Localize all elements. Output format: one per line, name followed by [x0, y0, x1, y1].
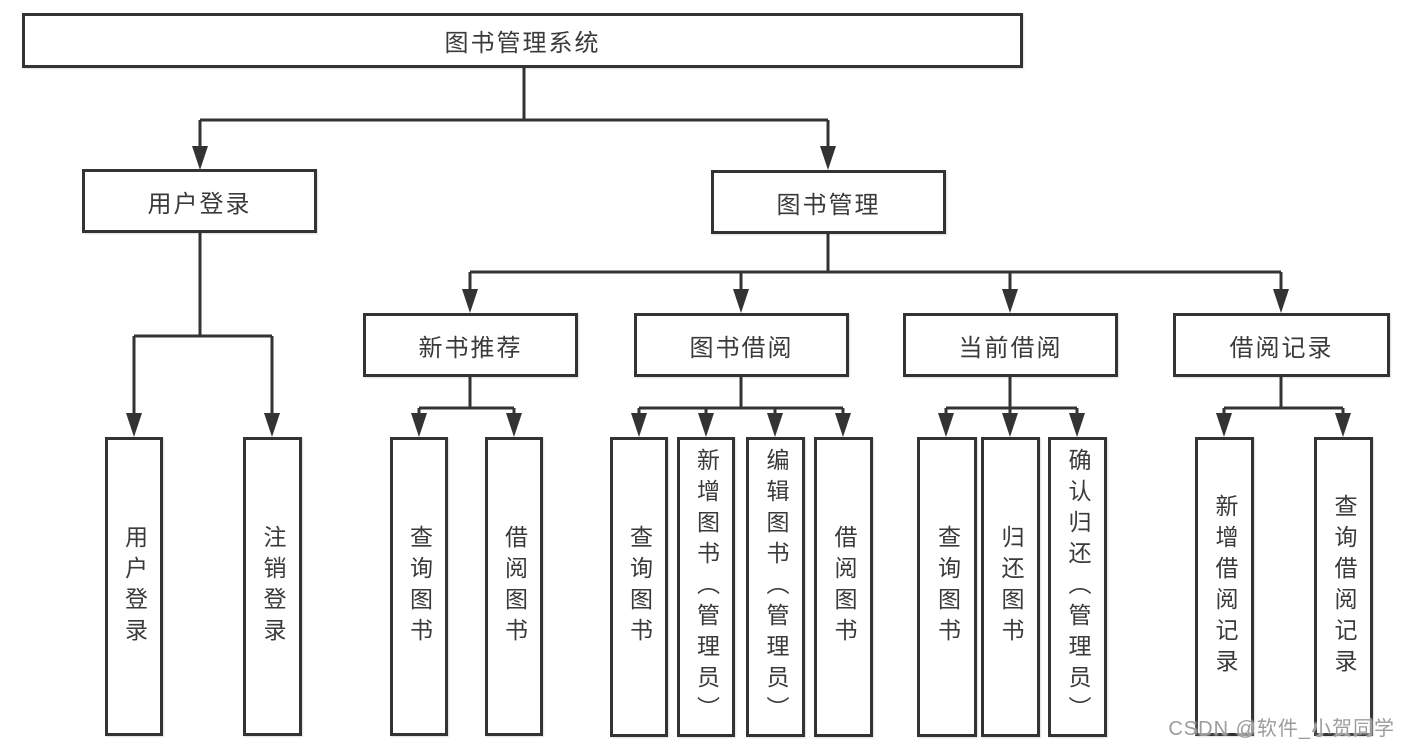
leaf-add-books-admin: 新增图书（管理员） — [677, 437, 735, 737]
leaf-query-books-recommend: 查询图书 — [390, 437, 448, 736]
leaf-logout: 注销登录 — [243, 437, 302, 736]
watermark-csdn: CSDN @软件_小贺同学 — [1168, 718, 1395, 740]
leaf-confirm-return-admin: 确认归还（管理员） — [1048, 437, 1107, 737]
node-book-borrowing: 图书借阅 — [634, 313, 849, 377]
node-library-management-system: 图书管理系统 — [22, 13, 1023, 68]
leaf-return-books: 归还图书 — [981, 437, 1040, 737]
leaf-add-borrow-record: 新增借阅记录 — [1195, 437, 1254, 736]
leaf-user-login: 用户登录 — [105, 437, 163, 736]
leaf-query-borrow-record: 查询借阅记录 — [1314, 437, 1373, 736]
node-borrowing-records: 借阅记录 — [1173, 313, 1390, 377]
leaf-query-books-current: 查询图书 — [917, 437, 977, 737]
node-new-book-recommendation: 新书推荐 — [363, 313, 578, 377]
leaf-edit-books-admin: 编辑图书（管理员） — [746, 437, 805, 737]
node-user-login: 用户登录 — [82, 169, 317, 233]
node-current-borrowing: 当前借阅 — [903, 313, 1118, 377]
node-book-management: 图书管理 — [711, 170, 946, 234]
leaf-query-books-borrowing: 查询图书 — [610, 437, 668, 737]
leaf-borrow-books: 借阅图书 — [814, 437, 873, 737]
leaf-borrow-books-recommend: 借阅图书 — [485, 437, 543, 736]
